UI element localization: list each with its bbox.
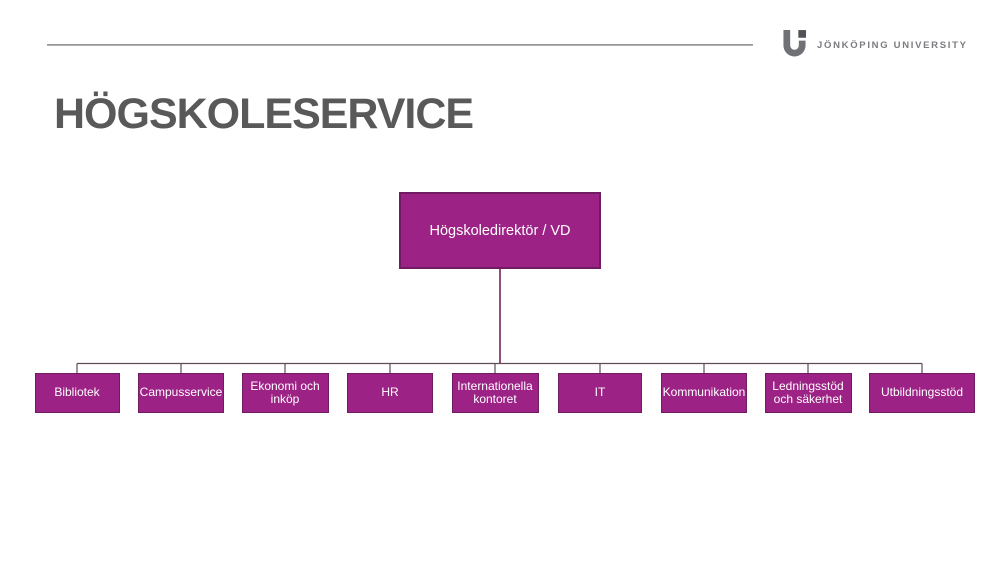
org-unit-label: Ledningsstöd och säkerhet: [772, 378, 844, 406]
ju-monogram-icon: [783, 30, 807, 57]
university-logo-text: JÖNKÖPING UNIVERSITY: [817, 39, 968, 51]
org-unit-box: Kommunikation: [661, 373, 747, 413]
org-unit-box: HR: [347, 373, 433, 413]
org-unit-box: Ledningsstöd och säkerhet: [764, 373, 852, 413]
org-unit-label: Utbildningsstöd: [880, 385, 964, 400]
org-unit-label: Kommunikation: [662, 385, 746, 400]
org-unit-box: Internationella kontoret: [451, 373, 539, 413]
org-root-label: Högskoledirektör / VD: [429, 222, 571, 239]
org-unit-label: HR: [381, 385, 399, 400]
org-unit-label: Ekonomi och inköp: [250, 378, 320, 406]
org-unit-label: Internationella kontoret: [457, 378, 533, 406]
page-title: HÖGSKOLESERVICE: [54, 90, 474, 138]
org-unit-label: Campusservice: [139, 385, 223, 400]
org-unit-box: Utbildningsstöd: [869, 373, 975, 413]
org-unit-box: Bibliotek: [34, 373, 120, 413]
org-root-box: Högskoledirektör / VD: [399, 192, 601, 269]
org-unit-box: Campusservice: [138, 373, 224, 413]
org-unit-box: IT: [558, 373, 642, 413]
org-unit-label: Bibliotek: [54, 385, 100, 400]
org-unit-box: Ekonomi och inköp: [241, 373, 329, 413]
header-divider: [47, 44, 753, 46]
org-unit-label: IT: [594, 385, 606, 400]
university-logo: JÖNKÖPING UNIVERSITY: [782, 30, 968, 58]
